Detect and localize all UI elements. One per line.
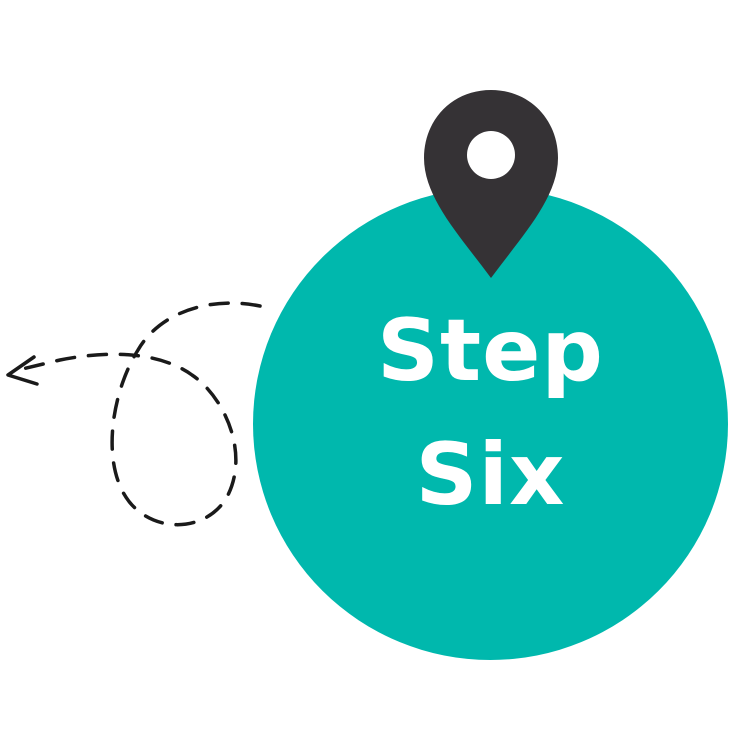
map-pin-icon — [424, 90, 558, 278]
arrow-left-icon — [6, 355, 39, 386]
step-label-line2: Six — [415, 425, 566, 525]
step-label-line1: Step — [377, 301, 604, 401]
dashed-loop-line — [16, 301, 262, 527]
